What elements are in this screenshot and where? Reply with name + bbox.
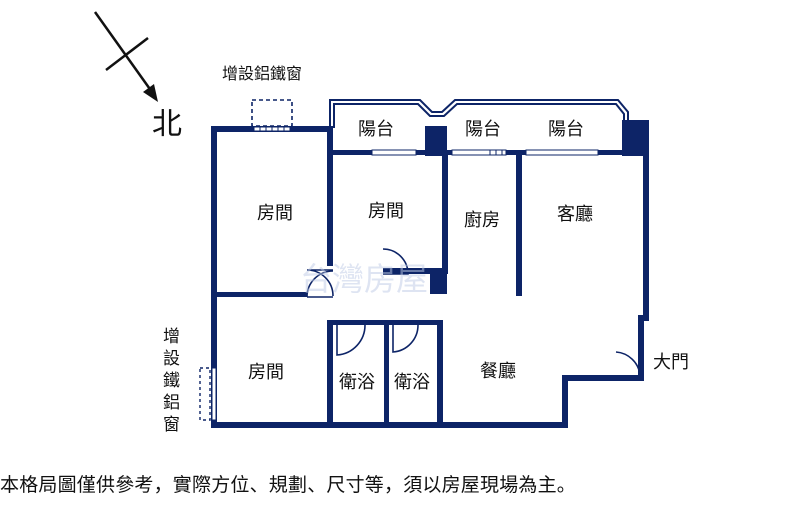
svg-text:增: 增: [163, 327, 180, 347]
compass-arrow-head: [143, 84, 158, 102]
room-label-balcony-2: 陽台: [465, 119, 501, 140]
room-label-bathroom-2: 衛浴: [394, 372, 430, 393]
window-hatch: [259, 127, 503, 155]
north-label: 北: [152, 107, 182, 142]
svg-text:設: 設: [163, 349, 180, 369]
disclaimer-text: 本格局圖僅供參考，實際方位、規劃、尺寸等，須以房屋現場為主。: [0, 474, 577, 496]
svg-text:鐵: 鐵: [163, 371, 180, 391]
top-window-addon: [251, 99, 293, 127]
room-label-bedroom-1: 房間: [257, 203, 293, 224]
side-window-addon: [199, 367, 211, 421]
main-door-label: 大門: [653, 352, 689, 373]
room-label-living-room: 客廳: [557, 204, 593, 225]
door-swings: [306, 248, 641, 376]
room-label-bedroom-3: 房間: [248, 362, 284, 383]
room-label-bathroom-1: 衛浴: [339, 372, 375, 393]
compass-arrow-shaft: [93, 11, 154, 93]
svg-text:鋁: 鋁: [163, 393, 180, 413]
room-label-bedroom-2: 房間: [368, 201, 404, 222]
balcony-outline: [329, 99, 629, 128]
compass-cross-bar: [105, 37, 149, 71]
side-window-note: 增 設 鐵 鋁 窗: [163, 327, 180, 435]
room-label-kitchen: 廚房: [464, 209, 500, 231]
room-label-balcony-3: 陽台: [548, 119, 584, 140]
room-label-dining-room: 餐廳: [480, 361, 516, 382]
watermark: 台灣房屋: [300, 260, 428, 298]
compass: 北: [93, 11, 182, 142]
svg-text:窗: 窗: [163, 415, 180, 435]
room-label-balcony-1: 陽台: [358, 119, 394, 140]
top-window-note: 增設鋁鐵窗: [222, 64, 302, 83]
